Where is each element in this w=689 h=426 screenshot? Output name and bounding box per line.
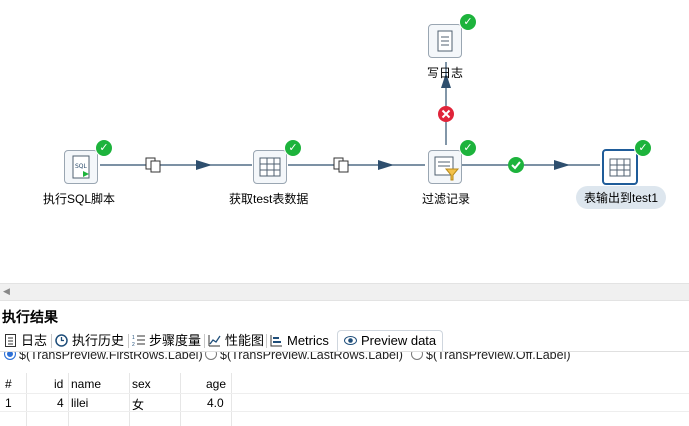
step-table-input[interactable]: ✓ xyxy=(250,139,302,185)
step-filter-rows[interactable]: ✓ xyxy=(425,139,477,185)
hop-arrow xyxy=(441,73,451,88)
tab-history[interactable]: 执行历史 xyxy=(55,331,124,351)
copy-rows-icon[interactable] xyxy=(145,157,161,173)
column-header-name[interactable]: name xyxy=(71,377,102,391)
canvas-horizontal-scrollbar[interactable]: ◀ xyxy=(0,283,689,301)
column-divider xyxy=(26,373,27,426)
column-divider xyxy=(129,373,130,426)
svg-text:2: 2 xyxy=(132,342,135,347)
tab-preview-data[interactable]: Preview data xyxy=(337,330,444,351)
sql-script-icon: SQL xyxy=(64,150,98,184)
column-divider xyxy=(68,373,69,426)
table-input-icon xyxy=(253,150,287,184)
step-label-selected: 表输出到test1 xyxy=(576,186,667,209)
column-header-age[interactable]: age xyxy=(206,377,227,391)
row-divider xyxy=(0,393,689,394)
status-ok-icon: ✓ xyxy=(459,139,477,157)
tab-divider xyxy=(128,334,129,348)
scroll-left-icon[interactable]: ◀ xyxy=(3,286,10,296)
table-cell[interactable]: 4.0 xyxy=(207,396,224,410)
tab-metrics[interactable]: Metrics xyxy=(270,331,329,351)
tab-performance-graph[interactable]: 性能图 xyxy=(208,331,264,351)
tab-log[interactable]: 日志 xyxy=(4,331,47,351)
hop-lines xyxy=(100,62,600,173)
status-ok-icon: ✓ xyxy=(459,13,477,31)
log-icon xyxy=(5,334,16,347)
svg-text:SQL: SQL xyxy=(75,163,88,170)
step-metrics-icon: 12 xyxy=(132,335,145,347)
status-ok-icon: ✓ xyxy=(634,139,652,157)
write-log-icon xyxy=(428,24,462,58)
table-cell[interactable]: 4 xyxy=(57,396,64,410)
table-cell[interactable]: 女 xyxy=(132,398,145,412)
tab-divider xyxy=(204,334,205,348)
radio-button[interactable] xyxy=(411,352,423,360)
copy-rows-icon[interactable] xyxy=(333,157,349,173)
step-sql-script[interactable]: SQL ✓ xyxy=(61,139,113,185)
column-header-id[interactable]: id xyxy=(54,377,64,391)
table-cell[interactable]: 1 xyxy=(5,396,12,410)
step-table-output[interactable]: ✓ xyxy=(600,139,652,185)
step-label: 写日志 xyxy=(427,66,464,80)
column-divider xyxy=(180,373,181,426)
preview-options: $(TransPreview.FirstRows.Label) $(TransP… xyxy=(0,351,689,366)
check-icon[interactable] xyxy=(508,157,524,173)
performance-graph-icon xyxy=(208,335,221,347)
table-output-icon xyxy=(602,149,638,185)
step-label: 获取test表数据 xyxy=(229,192,309,206)
row-divider xyxy=(0,411,689,412)
radio-last-rows[interactable]: $(TransPreview.LastRows.Label) xyxy=(205,352,403,362)
hop-arrow xyxy=(196,160,212,170)
radio-off[interactable]: $(TransPreview.Off.Label) xyxy=(411,352,571,362)
tab-divider xyxy=(51,334,52,348)
transformation-canvas[interactable]: SQL ✓ 执行SQL脚本 ✓ 获取test表数据 ✓ 过滤记录 xyxy=(0,0,689,283)
hop-arrow xyxy=(378,160,394,170)
history-icon xyxy=(55,334,68,347)
table-cell[interactable]: lilei xyxy=(71,396,89,410)
column-divider xyxy=(231,373,232,426)
filter-rows-icon xyxy=(428,150,462,184)
preview-eye-icon xyxy=(344,336,357,345)
metrics-icon xyxy=(270,335,282,347)
column-header-index[interactable]: # xyxy=(5,377,12,391)
error-x-icon[interactable] xyxy=(438,106,454,122)
step-write-log[interactable]: ✓ xyxy=(425,13,477,59)
tab-divider xyxy=(266,334,267,348)
step-label: 过滤记录 xyxy=(422,192,471,206)
radio-first-rows[interactable]: $(TransPreview.FirstRows.Label) xyxy=(4,352,203,362)
hop-arrow xyxy=(554,160,570,170)
radio-button[interactable] xyxy=(205,352,217,360)
svg-text:1: 1 xyxy=(132,335,135,341)
status-ok-icon: ✓ xyxy=(95,139,113,157)
status-ok-icon: ✓ xyxy=(284,139,302,157)
step-label: 执行SQL脚本 xyxy=(43,192,116,206)
column-header-sex[interactable]: sex xyxy=(132,377,151,391)
radio-button[interactable] xyxy=(4,352,16,360)
execution-results-title: 执行结果 xyxy=(2,309,58,325)
